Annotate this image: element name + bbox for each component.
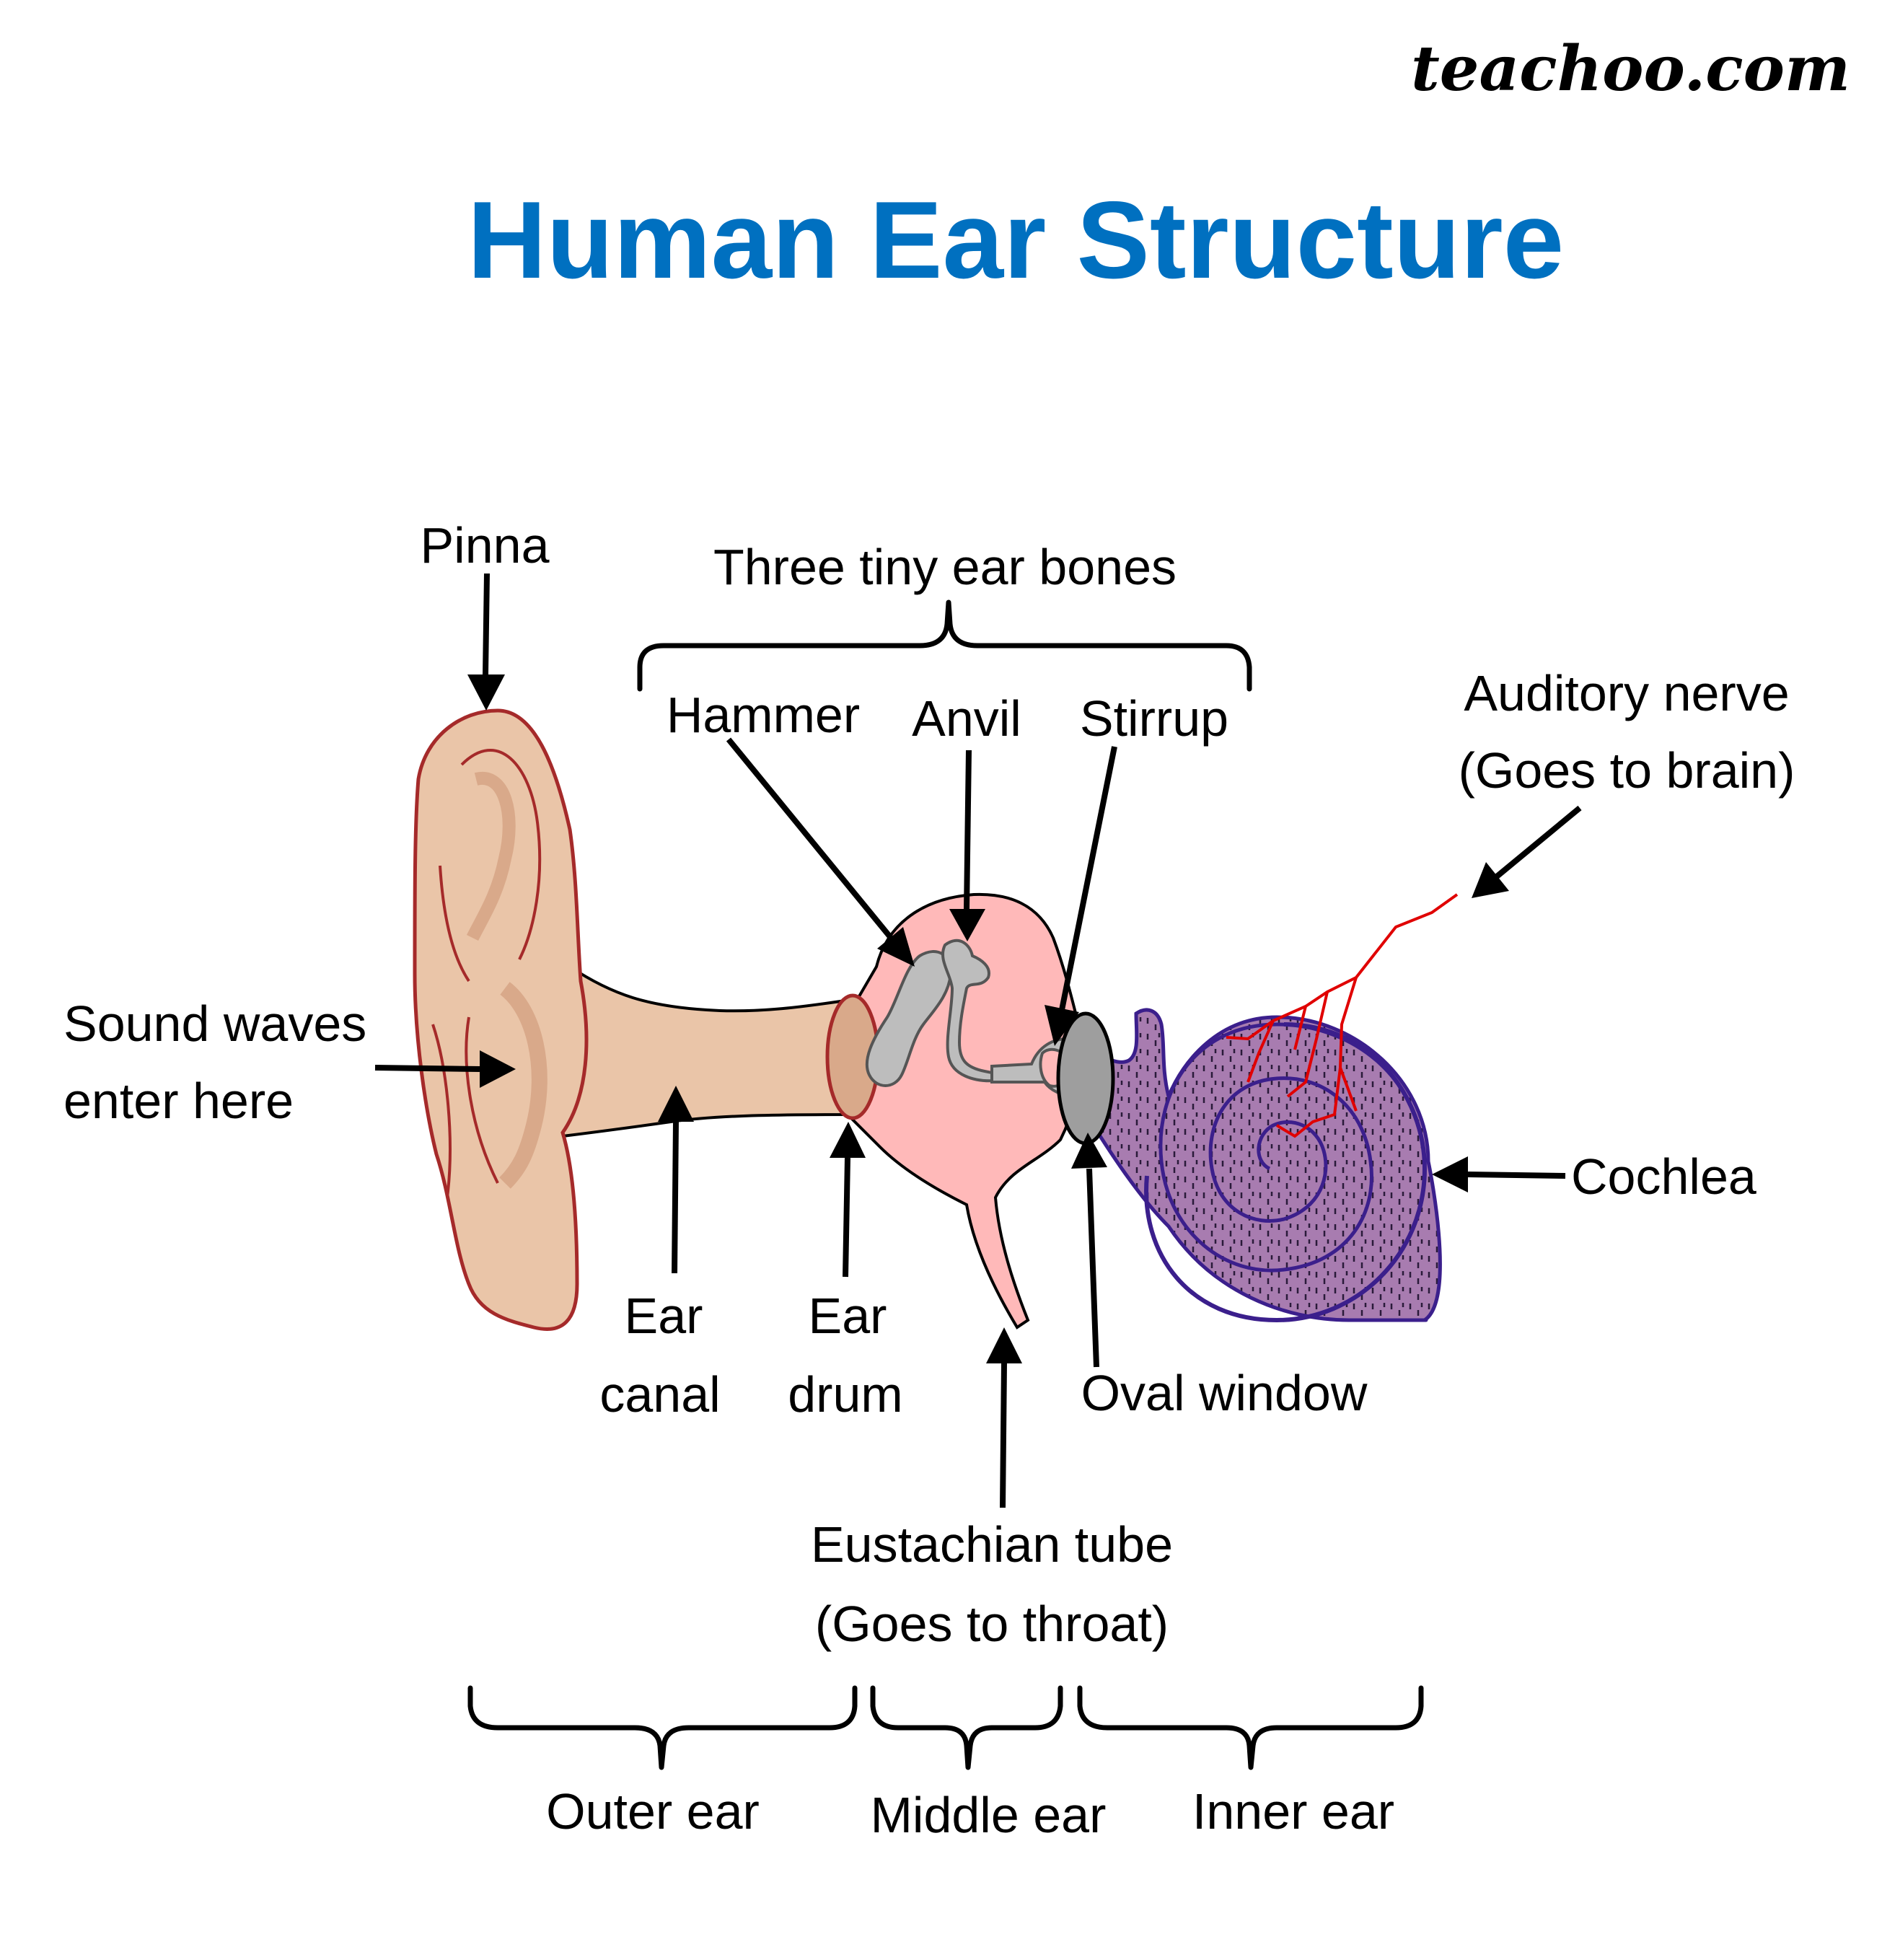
ear-drum-label-line1: Ear — [809, 1288, 887, 1344]
auditory-nerve-label-line2: (Goes to brain) — [1459, 742, 1795, 799]
hammer-arrowhead — [877, 927, 915, 967]
auditory-nerve-shape — [1226, 893, 1459, 1138]
outer-ear-brace — [467, 1685, 858, 1770]
eustachian-tube-arrowhead — [986, 1327, 1022, 1363]
ear-illustration — [413, 708, 1459, 1331]
auditory-nerve-arrowhead — [1472, 862, 1509, 898]
stirrup-arrowhead — [1045, 1005, 1079, 1046]
stirrup-arrow — [1059, 746, 1117, 1011]
cochlea-arrow — [1467, 1172, 1566, 1179]
pinna-arrowhead — [467, 674, 505, 711]
anvil-bone — [941, 939, 997, 1083]
stirrup-label: Stirrup — [1080, 690, 1228, 747]
ear-bones-brace — [637, 599, 1252, 692]
oval-window-label: Oval window — [1081, 1365, 1368, 1421]
ear-canal-label-line1: Ear — [625, 1288, 703, 1344]
eustachian-tube-label-line2: (Goes to throat) — [815, 1596, 1169, 1652]
cochlea-label: Cochlea — [1571, 1148, 1756, 1205]
sound-waves-label-line1: Sound waves — [63, 996, 366, 1052]
ear-canal-shape — [560, 964, 856, 1138]
brand-logo: teachoo.com — [1411, 32, 1850, 105]
sound-waves-arrowhead — [480, 1050, 516, 1088]
eustachian-tube-label-line1: Eustachian tube — [811, 1516, 1173, 1573]
middle-ear-brace — [870, 1685, 1063, 1770]
ear-bones-label: Three tiny ear bones — [713, 539, 1177, 595]
anvil-arrowhead — [949, 909, 985, 941]
page-title: Human Ear Structure — [467, 179, 1564, 302]
ossicles — [865, 939, 1115, 1146]
cochlea-shape — [1080, 1008, 1442, 1323]
ear-canal-label-line2: canal — [599, 1366, 720, 1423]
ear-drum-label-line2: drum — [788, 1366, 902, 1423]
ear-drum-arrowhead — [830, 1122, 866, 1158]
pinna-label: Pinna — [420, 517, 549, 574]
pinna-arrow — [483, 573, 490, 675]
outer-ear-label: Outer ear — [546, 1783, 760, 1840]
ear-canal-arrow — [672, 1121, 679, 1274]
inner-ear-label: Inner ear — [1192, 1783, 1394, 1840]
middle-ear-label: Middle ear — [871, 1787, 1107, 1843]
hammer-arrow — [726, 737, 894, 940]
auditory-nerve-label-line1: Auditory nerve — [1464, 665, 1789, 721]
eustachian-tube-arrow — [1000, 1363, 1007, 1508]
anvil-arrow — [964, 750, 972, 910]
oval-window-arrow — [1086, 1168, 1099, 1368]
anvil-label: Anvil — [912, 690, 1021, 747]
ear-canal-arrowhead — [658, 1086, 694, 1122]
inner-ear-brace — [1077, 1685, 1424, 1770]
pointer-arrows — [374, 573, 1582, 1508]
pinna-shape — [413, 708, 589, 1331]
hammer-label: Hammer — [667, 687, 860, 743]
cochlea-arrowhead — [1432, 1156, 1468, 1192]
oval-window-shape — [1056, 1011, 1115, 1146]
oval-window-arrowhead — [1071, 1133, 1107, 1169]
sound-waves-label-line2: enter here — [63, 1073, 294, 1129]
auditory-nerve-arrow — [1495, 805, 1582, 879]
sound-waves-arrow — [374, 1065, 480, 1072]
ear-drum-arrow — [843, 1157, 850, 1278]
